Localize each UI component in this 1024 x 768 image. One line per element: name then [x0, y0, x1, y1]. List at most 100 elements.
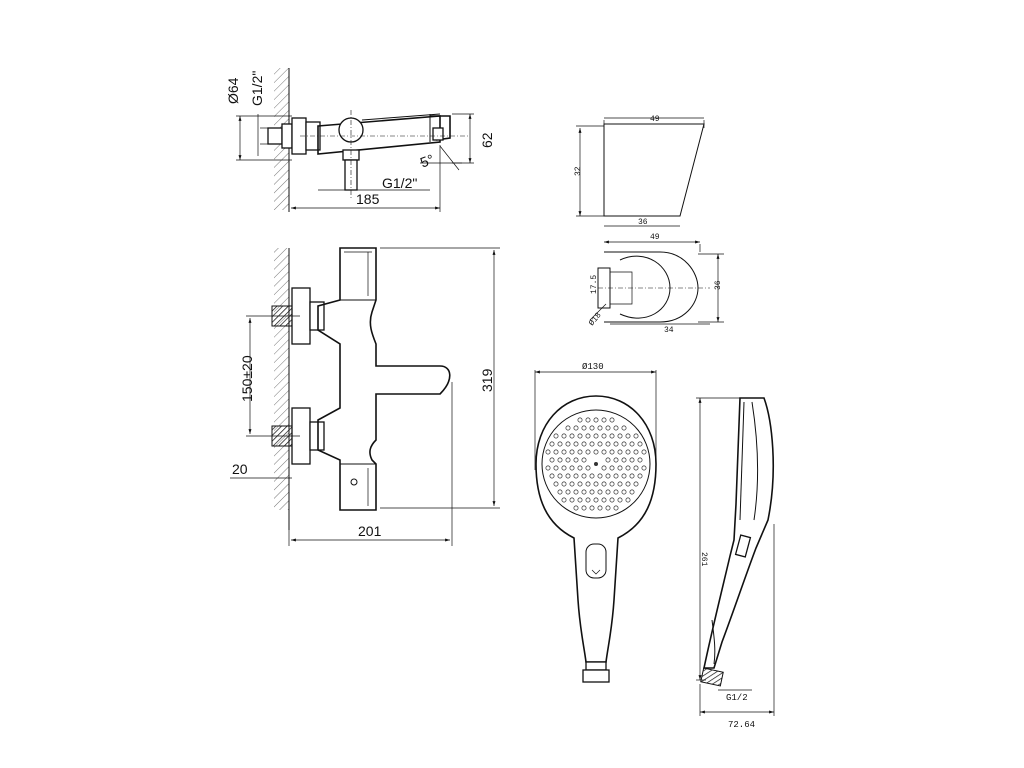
nozzle	[613, 457, 619, 463]
holder-dia-label: Ø18	[587, 311, 603, 328]
nozzle	[581, 505, 587, 511]
nozzle	[565, 441, 571, 447]
nozzle	[589, 425, 595, 431]
nozzle	[621, 425, 627, 431]
nozzle	[637, 457, 643, 463]
nozzle	[585, 465, 591, 471]
nozzle	[617, 449, 623, 455]
nozzle	[569, 481, 575, 487]
nozzle	[585, 449, 591, 455]
nozzle	[557, 457, 563, 463]
nozzle	[621, 441, 627, 447]
nozzle	[597, 441, 603, 447]
side-dia-label: Ø64	[225, 77, 241, 104]
nozzle	[593, 449, 599, 455]
nozzle	[625, 497, 631, 503]
nozzle	[585, 433, 591, 439]
nozzle	[589, 505, 595, 511]
nozzle	[601, 433, 607, 439]
nozzle	[613, 505, 619, 511]
nozzle	[581, 441, 587, 447]
nozzle	[561, 449, 567, 455]
nozzle	[573, 489, 579, 495]
nozzle	[609, 465, 615, 471]
nozzle	[641, 465, 647, 471]
nozzle	[589, 441, 595, 447]
nozzle	[569, 465, 575, 471]
nozzle	[585, 417, 591, 423]
nozzle	[641, 449, 647, 455]
nozzle	[553, 465, 559, 471]
nozzle	[633, 449, 639, 455]
nozzle	[633, 465, 639, 471]
nozzle	[593, 433, 599, 439]
nozzle	[577, 449, 583, 455]
nozzle	[561, 481, 567, 487]
mixer-side-view	[236, 68, 474, 212]
nozzle	[549, 441, 555, 447]
nozzle	[577, 497, 583, 503]
nozzle	[625, 449, 631, 455]
nozzle	[589, 489, 595, 495]
wall-hatch	[274, 248, 289, 510]
nozzle	[605, 457, 611, 463]
mixer-front-view	[230, 247, 500, 546]
nozzle	[617, 481, 623, 487]
nozzle	[581, 473, 587, 479]
nozzle	[605, 489, 611, 495]
nozzle	[593, 497, 599, 503]
head-thread-label: G1/2	[726, 693, 748, 703]
head-length-label: 261	[699, 552, 708, 567]
nozzle	[609, 449, 615, 455]
head-width-label: 72.64	[728, 720, 755, 730]
nozzle	[589, 473, 595, 479]
nozzle	[605, 425, 611, 431]
nozzle	[585, 497, 591, 503]
nozzle	[553, 481, 559, 487]
nozzle	[581, 425, 587, 431]
nozzle	[597, 489, 603, 495]
nozzle	[633, 433, 639, 439]
nozzle	[621, 473, 627, 479]
nozzle	[625, 433, 631, 439]
holder-top-width-label: 49	[650, 115, 660, 124]
nozzle	[609, 433, 615, 439]
nozzle	[553, 433, 559, 439]
nozzle	[581, 489, 587, 495]
nozzle	[561, 497, 567, 503]
nozzle	[617, 497, 623, 503]
nozzle	[573, 441, 579, 447]
nozzle	[629, 489, 635, 495]
nozzle	[569, 449, 575, 455]
nozzle	[573, 505, 579, 511]
nozzle-center	[594, 462, 598, 466]
nozzle	[613, 473, 619, 479]
nozzle	[601, 497, 607, 503]
nozzle	[577, 465, 583, 471]
nozzle	[609, 481, 615, 487]
nozzle	[593, 481, 599, 487]
nozzle	[625, 465, 631, 471]
front-spacing-label: 150±20	[239, 355, 255, 402]
holder-offset-label: 34	[664, 326, 674, 335]
nozzle	[605, 473, 611, 479]
nozzle	[597, 473, 603, 479]
nozzle	[613, 489, 619, 495]
shower-head-front	[534, 370, 657, 683]
nozzle	[629, 441, 635, 447]
nozzle	[597, 505, 603, 511]
nozzle	[601, 465, 607, 471]
nozzle	[577, 433, 583, 439]
nozzle	[557, 441, 563, 447]
nozzle	[585, 481, 591, 487]
nozzle	[605, 441, 611, 447]
head-dia-label: Ø130	[582, 362, 604, 372]
nozzle	[577, 481, 583, 487]
nozzle	[597, 425, 603, 431]
nozzle	[573, 457, 579, 463]
nozzle	[621, 457, 627, 463]
nozzle	[605, 505, 611, 511]
nozzle	[549, 473, 555, 479]
nozzle	[637, 473, 643, 479]
